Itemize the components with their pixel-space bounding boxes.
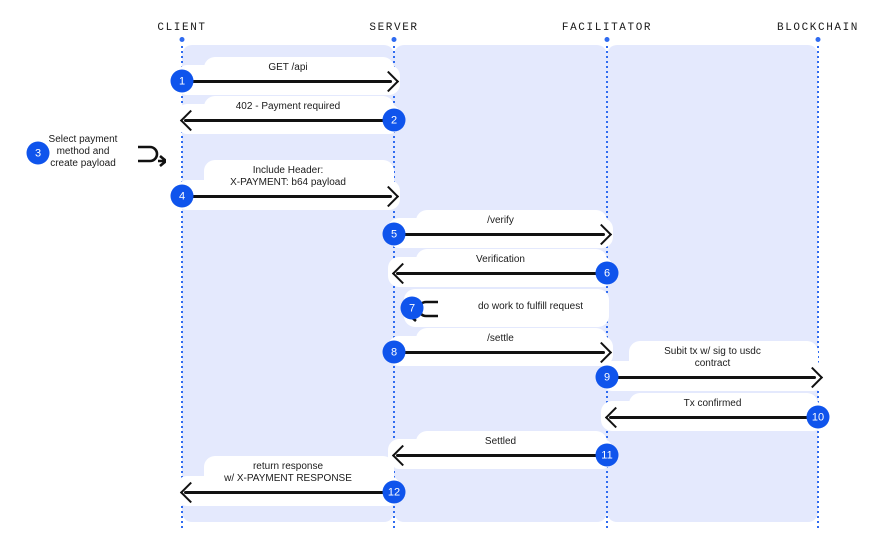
message-label-2: 402 - Payment required xyxy=(235,101,341,112)
message-arrow-12 xyxy=(184,491,392,494)
lifeline-header-blockchain: BLOCKCHAIN xyxy=(776,22,860,34)
lifeline-header-client: CLIENT xyxy=(157,22,207,34)
step-badge-9[interactable]: 9 xyxy=(595,365,619,389)
lifeline-dot-server xyxy=(391,37,397,42)
message-arrow-1 xyxy=(184,80,392,83)
message-arrow-4 xyxy=(184,195,392,198)
message-card-top-6 xyxy=(416,249,607,273)
note-label-3: Select payment method and create payload xyxy=(48,134,118,169)
message-label-8: /settle xyxy=(487,333,514,344)
message-card-top-5 xyxy=(416,210,607,234)
step-badge-1[interactable]: 1 xyxy=(170,69,194,93)
message-arrow-8 xyxy=(396,351,605,354)
lifeline-dot-client xyxy=(179,37,185,42)
message-card-top-11 xyxy=(416,431,607,455)
step-badge-5[interactable]: 5 xyxy=(382,222,406,246)
lifeline-server xyxy=(393,46,395,529)
message-card-top-10 xyxy=(629,393,818,417)
message-card-top-8 xyxy=(416,328,607,352)
lifeline-client xyxy=(181,46,183,529)
lifeline-blockchain xyxy=(817,46,819,529)
step-badge-6[interactable]: 6 xyxy=(595,261,619,285)
message-card-top-1 xyxy=(204,57,394,81)
lifeline-dot-blockchain xyxy=(815,37,821,42)
lifeline-facilitator xyxy=(606,46,608,529)
lifeline-header-server: SERVER xyxy=(369,22,419,34)
message-arrow-9 xyxy=(609,376,816,379)
message-arrow-2 xyxy=(184,119,392,122)
step-badge-2[interactable]: 2 xyxy=(382,108,406,132)
self-loop-arrow-3 xyxy=(138,145,166,167)
message-arrow-11 xyxy=(396,454,605,457)
message-label-12: return response w/ X-PAYMENT RESPONSE xyxy=(224,461,352,484)
step-badge-4[interactable]: 4 xyxy=(170,184,194,208)
lifeline-dot-facilitator xyxy=(604,37,610,42)
message-label-5: /verify xyxy=(487,215,514,226)
message-card-top-12 xyxy=(204,456,394,492)
lifeline-header-facilitator: FACILITATOR xyxy=(561,22,653,34)
step-badge-10[interactable]: 10 xyxy=(806,405,830,429)
step-badge-12[interactable]: 12 xyxy=(382,480,406,504)
step-badge-11[interactable]: 11 xyxy=(595,443,619,467)
message-label-4: Include Header: X-PAYMENT: b64 payload xyxy=(230,165,346,188)
message-label-6: Verification xyxy=(476,254,525,265)
message-label-9: Subit tx w/ sig to usdc contract xyxy=(664,346,761,369)
step-badge-8[interactable]: 8 xyxy=(382,340,406,364)
message-card-top-9 xyxy=(629,341,818,377)
step-badge-7[interactable]: 7 xyxy=(400,296,424,320)
message-card-top-4 xyxy=(204,160,394,196)
message-arrow-6 xyxy=(396,272,605,275)
band-facilitator-chain xyxy=(607,45,818,522)
step-badge-3[interactable]: 3 xyxy=(26,141,50,165)
note-label-7: do work to fulfill request xyxy=(477,301,584,312)
message-card-top-2 xyxy=(204,96,394,120)
message-arrow-5 xyxy=(396,233,605,236)
message-label-1: GET /api xyxy=(268,62,308,73)
message-label-10: Tx confirmed xyxy=(683,398,742,409)
message-label-11: Settled xyxy=(484,436,517,447)
message-arrow-10 xyxy=(609,416,816,419)
note-card-7 xyxy=(404,289,609,327)
